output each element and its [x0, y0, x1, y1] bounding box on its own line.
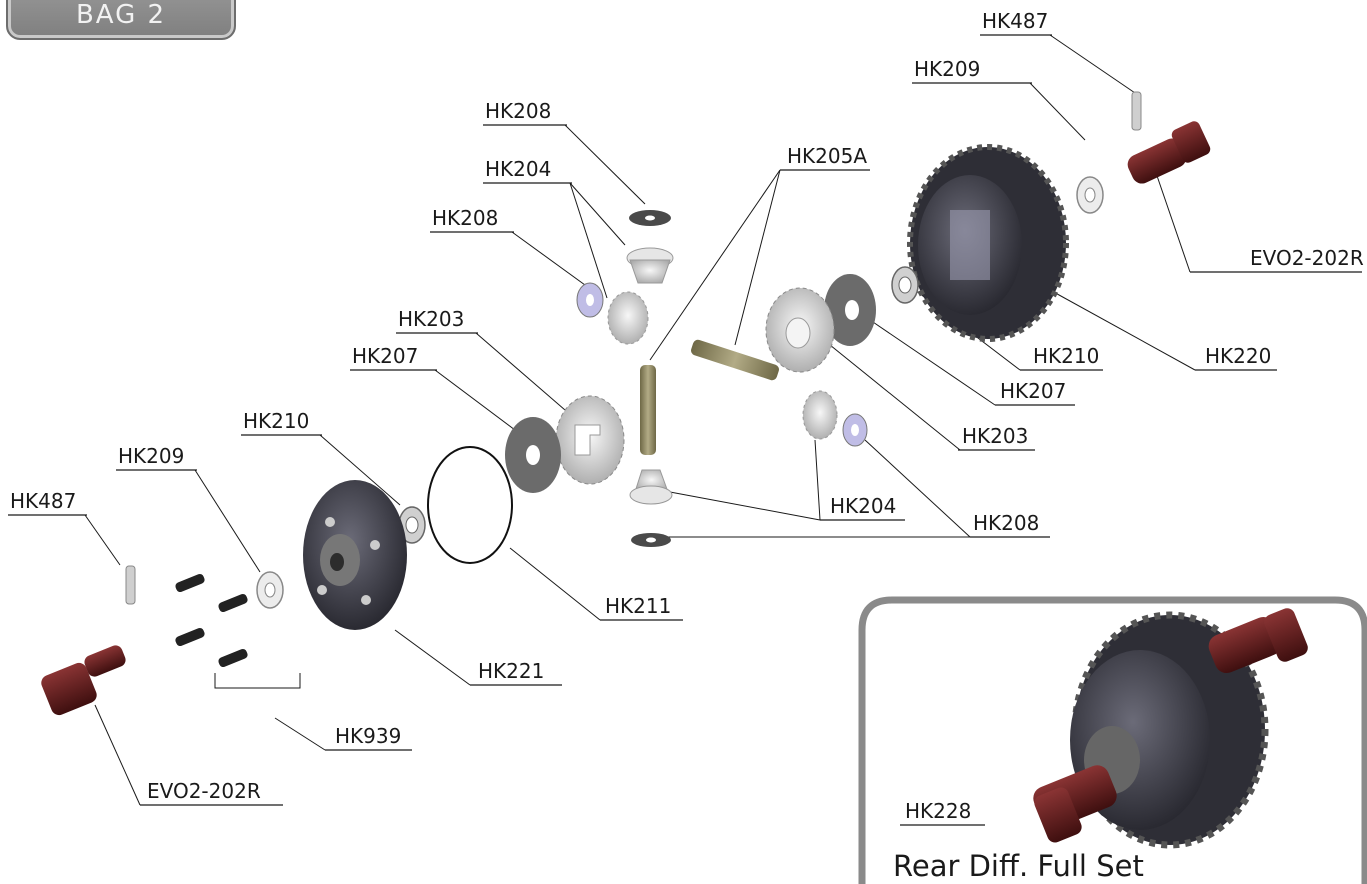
label-hk210-left: HK210 [243, 409, 309, 433]
diff-gear-hk203-left [555, 395, 625, 485]
outdrive-left [41, 645, 126, 716]
label-hk211: HK211 [605, 594, 671, 618]
pin-hk487-left [125, 565, 136, 605]
part-labels: HK487 HK209 HK208 HK204 HK205A HK208 EVO… [8, 9, 1364, 806]
label-hk939: HK939 [335, 724, 401, 748]
bevel-gear-bottom [629, 469, 673, 505]
label-hk204-bottom: HK204 [830, 494, 896, 518]
label-hk207-left: HK207 [352, 344, 418, 368]
cross-pin-short [691, 339, 779, 381]
label-hk208-top: HK208 [485, 99, 551, 123]
diff-gear-hk203-right [765, 287, 835, 373]
inset-panel: HK228 Rear Diff. Full Set [858, 596, 1367, 884]
bag-badge-label: BAG 2 [75, 0, 167, 30]
label-hk208-bottom: HK208 [973, 511, 1039, 535]
label-hk221: HK221 [478, 659, 544, 683]
screws-hk939 [175, 573, 248, 668]
bevel-gear-right [802, 390, 838, 440]
label-hk207-right: HK207 [1000, 379, 1066, 403]
o-ring-hk211 [427, 446, 513, 564]
label-hk203-right: HK203 [962, 424, 1028, 448]
pin-hk487-top [1131, 91, 1142, 131]
label-evo2-202r-left: EVO2-202R [147, 779, 261, 803]
bag-badge: BAG 2 [6, 0, 236, 40]
assembled-diff [1033, 608, 1308, 849]
label-hk210-right: HK210 [1033, 344, 1099, 368]
label-hk209-top: HK209 [914, 57, 980, 81]
label-hk204-top: HK204 [485, 157, 551, 181]
label-hk487-top: HK487 [982, 9, 1048, 33]
bevel-gear-side [607, 291, 649, 345]
cross-pin-long [640, 365, 656, 455]
outdrive-right [1127, 121, 1211, 184]
spur-gear-case [907, 144, 1069, 342]
label-hk487-left: HK487 [10, 489, 76, 513]
label-evo2-202r-right: EVO2-202R [1250, 246, 1364, 270]
label-hk208-mid: HK208 [432, 206, 498, 230]
inset-title: Rear Diff. Full Set [893, 849, 1144, 883]
label-hk205a: HK205A [787, 144, 867, 168]
label-hk220: HK220 [1205, 344, 1271, 368]
bevel-gear-top [626, 247, 674, 284]
label-hk209-left: HK209 [118, 444, 184, 468]
label-hk203-left: HK203 [398, 307, 464, 331]
label-hk228: HK228 [905, 799, 971, 823]
leader-lines [84, 34, 1196, 826]
diff-housing-hk221 [303, 480, 407, 630]
